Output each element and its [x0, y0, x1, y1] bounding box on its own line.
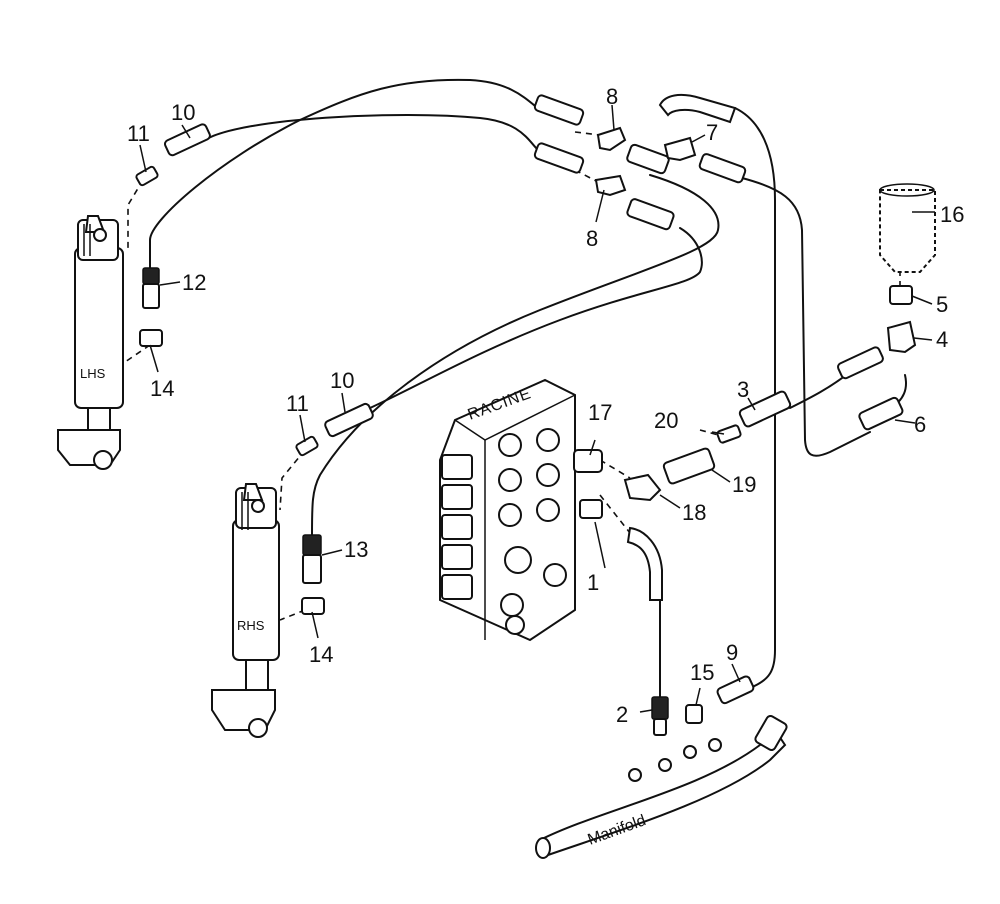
callout-17: 17 — [588, 400, 612, 425]
callout-10-bottom: 10 — [330, 368, 354, 393]
callout-7: 7 — [706, 120, 718, 145]
callout-2: 2 — [616, 702, 628, 727]
cylinder-right-label: RHS — [237, 618, 265, 633]
callout-1: 1 — [587, 570, 599, 595]
callout-8-bottom: 8 — [586, 226, 598, 251]
callout-9: 9 — [726, 640, 738, 665]
control-valve: RACINE — [439, 378, 576, 642]
callout-leaders — [139, 104, 935, 713]
callout-10-top: 10 — [171, 100, 195, 125]
callout-4: 4 — [936, 327, 948, 352]
hose-lines — [149, 78, 907, 701]
callout-11-bottom: 11 — [286, 391, 309, 416]
callout-14-top: 14 — [150, 376, 174, 401]
callout-16: 16 — [940, 202, 964, 227]
callout-13: 13 — [344, 537, 368, 562]
callout-8-top: 8 — [606, 84, 618, 109]
callout-14-bottom: 14 — [309, 642, 333, 667]
callout-5: 5 — [936, 292, 948, 317]
callout-18: 18 — [682, 500, 706, 525]
rhs-cylinder: RHS — [211, 483, 280, 738]
callout-numbers: 1 2 3 4 5 6 7 8 8 9 10 10 11 11 12 13 14… — [127, 84, 964, 727]
callout-6: 6 — [914, 412, 926, 437]
callout-11-top: 11 — [127, 121, 150, 146]
cylinder-left-label: LHS — [80, 366, 106, 381]
lhs-cylinder: LHS — [57, 215, 124, 470]
manifold: Manifold — [535, 714, 788, 859]
callout-19: 19 — [732, 472, 756, 497]
callout-3: 3 — [737, 377, 749, 402]
callout-15: 15 — [690, 660, 714, 685]
fittings — [135, 93, 917, 736]
callout-12: 12 — [182, 270, 206, 295]
reservoir — [879, 183, 936, 273]
valve-sections — [441, 428, 567, 635]
callout-20: 20 — [654, 408, 678, 433]
